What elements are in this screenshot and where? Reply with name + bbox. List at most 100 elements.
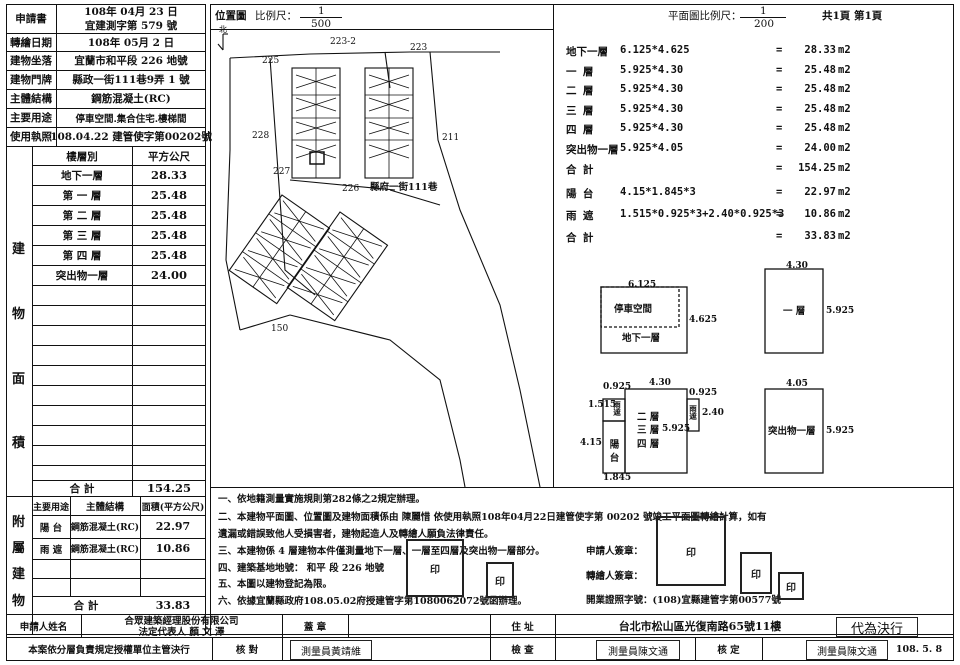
calc-expr: 4.15*1.845*3	[620, 186, 696, 198]
label-transfer-date: 轉繪日期	[10, 36, 52, 49]
calc-unit: m2	[838, 83, 851, 95]
area-label-1: 建	[12, 242, 26, 257]
note-4: 四、建築基地地號： 和平 段 226 地號	[218, 563, 385, 574]
calc-eq: =	[776, 162, 783, 174]
b1-height: 4.625	[689, 315, 718, 325]
calc-unit: m2	[838, 64, 851, 76]
area-total-label: 合 計	[69, 482, 95, 495]
check-stamp: 測量員黃靖維	[290, 640, 372, 660]
note-1: 一、依地籍測量實施規則第282條之2規定辦理。	[218, 494, 425, 505]
annex-header-use: 主要用途	[32, 502, 69, 513]
calc-value: 154.25	[798, 162, 836, 174]
calc-value: 24.00	[804, 142, 836, 154]
b1-parking-label: 停車空間	[614, 304, 653, 315]
floor-name-1: 第 一 層	[62, 189, 102, 202]
annex-total-label: 合 計	[73, 599, 99, 612]
stamp-seal-2: 印	[778, 572, 804, 600]
drafter-seal-large: 印	[656, 516, 726, 586]
site-plan-drawing	[217, 33, 541, 487]
calc-name: 三 層	[566, 105, 594, 117]
b1-name: 地下一層	[622, 333, 661, 344]
seal-label: 蓋 章	[303, 621, 327, 633]
f234-right-rain-height: 2.40	[702, 408, 724, 418]
calc-name: 突出物一層	[566, 144, 619, 156]
structure: 鋼筋混凝土(RC)	[91, 93, 171, 105]
plan-scale-num: 1	[760, 5, 767, 17]
area-label-2: 物	[12, 307, 26, 322]
calc-eq: =	[776, 230, 783, 242]
date-stamp: 108. 5. 8	[895, 643, 943, 655]
applicant-sign-label: 申請人簽章：	[586, 546, 644, 557]
f234-left-rain-width: 0.925	[603, 382, 632, 392]
calc-name: 合 計	[566, 164, 594, 176]
calc-unit: m2	[838, 103, 851, 115]
plan-scale-label: 平面圖比例尺：	[668, 10, 742, 22]
calc-value: 10.86	[804, 208, 836, 220]
label-application: 申請書	[15, 13, 47, 25]
lot-228: 228	[252, 131, 270, 141]
footer-authority-note: 本案依分層負責規定授權單位主管決行	[28, 645, 190, 656]
annex-use-1: 雨 遮	[39, 544, 63, 556]
balcony-height: 4.15	[580, 438, 602, 448]
calc-unit: m2	[838, 230, 851, 242]
annex-label-2: 屬	[12, 541, 26, 556]
address: 縣政一街111巷9弄 1 號	[72, 74, 190, 86]
area-header-floor: 樓層別	[66, 150, 98, 163]
annex-area-0: 22.97	[155, 520, 191, 533]
floor-name-5: 突出物一層	[55, 269, 109, 282]
note-5: 五、本圖以建物登記為限。	[218, 579, 333, 590]
calc-expr: 5.925*4.30	[620, 83, 684, 95]
road-name: 縣府一街111巷	[370, 182, 438, 193]
calc-expr: 5.925*4.30	[620, 103, 684, 115]
calc-expr: 5.925*4.05	[620, 142, 684, 154]
company-seal: 印	[406, 539, 464, 597]
address-label: 住 址	[511, 621, 534, 633]
calc-value: 25.48	[804, 103, 836, 115]
calc-unit: m2	[838, 44, 851, 56]
floor-area-0: 28.33	[150, 168, 187, 182]
site-scale-den: 500	[311, 18, 332, 30]
application-number: 宜建測字第 579 號	[84, 20, 178, 32]
floor-area-5: 24.00	[150, 268, 187, 282]
calc-name: 雨 遮	[566, 210, 594, 222]
site-scale-num: 1	[318, 5, 325, 17]
calc-unit: m2	[838, 142, 851, 154]
note-2: 二、本建物平面圖、位置圖及建物面積係由 陳麗惜 依使用執照108年04月22日建…	[218, 512, 767, 523]
floor-name-4: 第 四 層	[62, 249, 102, 262]
lot-211: 211	[442, 133, 460, 143]
left-panel	[6, 4, 206, 635]
calc-expr: 5.925*4.30	[620, 64, 684, 76]
floor-plans-drawing	[600, 268, 824, 474]
address-value: 台北市松山區光復南路65號11樓	[618, 619, 782, 633]
use: 停車空間.集合住宅.樓梯間	[75, 113, 187, 125]
proxy-stamp: 代為決行	[836, 617, 918, 637]
calc-value: 25.48	[804, 64, 836, 76]
b1-width: 6.125	[628, 280, 657, 290]
calc-eq: =	[776, 122, 783, 134]
applicant-company: 合眾建築經理股份有限公司	[124, 616, 239, 627]
floor-name-0: 地下一層	[61, 169, 103, 182]
applicant-name-label: 申請人姓名	[19, 621, 68, 633]
label-use: 主要用途	[10, 112, 52, 124]
lot-223: 223	[410, 43, 428, 53]
calc-value: 25.48	[804, 122, 836, 134]
balcony-label: 陽台	[607, 439, 619, 466]
f2-name: 二 層	[637, 412, 660, 423]
calc-eq: =	[776, 44, 783, 56]
verify-label: 核 定	[717, 645, 740, 656]
lot-226: 226	[342, 184, 360, 194]
application-date: 108年 04月 23 日	[84, 6, 178, 18]
calc-eq: =	[776, 103, 783, 115]
page-count: 共1頁 第1頁	[822, 10, 883, 22]
label-license: 使用執照	[10, 131, 52, 143]
annex-label-1: 附	[12, 515, 26, 530]
floor-area-3: 25.48	[150, 228, 187, 242]
check-label: 核 對	[235, 645, 259, 656]
f234-width: 4.30	[649, 378, 671, 388]
f234-left-rain-height: 1.515	[588, 400, 617, 410]
calc-unit: m2	[838, 122, 851, 134]
calc-value: 33.83	[804, 230, 836, 242]
lot-150: 150	[271, 324, 289, 334]
calc-expr: 1.515*0.925*3+2.40*0.925*3	[620, 208, 785, 220]
license: 108.04.22 建管使字第00202號	[50, 131, 212, 143]
